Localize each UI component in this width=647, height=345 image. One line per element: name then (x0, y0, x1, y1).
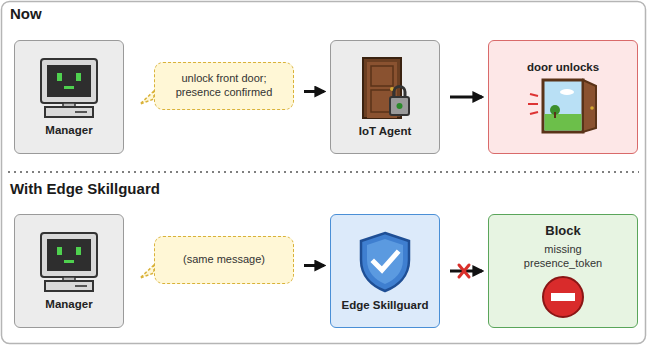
computer-icon (37, 57, 101, 119)
icon-part (367, 239, 403, 284)
icon-part (64, 86, 74, 89)
node-title: door unlocks (527, 60, 599, 74)
icon-part (64, 260, 74, 263)
message-bubble: (same message) (154, 236, 294, 284)
agent-box: Manager (14, 214, 124, 328)
stop-icon (541, 275, 585, 319)
icon-part (57, 73, 62, 81)
bubble-tail (140, 265, 154, 278)
node-title: Manager (45, 297, 92, 311)
outcome-box: Block missing presence_token (488, 214, 638, 328)
icon-part (543, 80, 583, 132)
icon-part (530, 94, 538, 96)
icon-part (530, 112, 538, 114)
icon-part (554, 112, 556, 118)
agent-box: Manager (14, 40, 124, 154)
message-bubble: unlock front door; presence confirmed (154, 62, 294, 110)
icon-part (528, 103, 538, 105)
flow-arrow (304, 264, 324, 267)
flow-arrow (304, 90, 324, 93)
icon-part (45, 107, 93, 117)
section-heading: With Edge Skillguard (10, 180, 160, 197)
icon-part (374, 253, 397, 270)
node-title: Block (545, 223, 580, 239)
icon-part (397, 103, 403, 109)
agent-box: IoT Agent (330, 40, 440, 154)
blocked-mark (459, 265, 469, 277)
section-divider (8, 171, 639, 173)
icon-part (551, 293, 575, 301)
icon-part (45, 281, 93, 291)
blocked-mark-stroke (459, 265, 469, 277)
node-note: missing presence_token (507, 243, 619, 271)
icon-part (361, 233, 409, 291)
node-title: Edge Skillguard (342, 298, 429, 312)
message-text: (same message) (183, 253, 265, 267)
icon-part (41, 59, 97, 103)
icon-part (41, 233, 97, 277)
outcome-box: door unlocks (488, 40, 638, 154)
node-title: Manager (45, 123, 92, 137)
icon-part (590, 106, 594, 110)
opendoor-icon (525, 78, 601, 134)
icon-part (47, 239, 91, 271)
message-text: unlock front door; presence confirmed (162, 72, 286, 100)
icon-part (57, 247, 62, 255)
icon-part (76, 247, 81, 255)
icon-part (543, 277, 583, 317)
door-icon (357, 56, 413, 120)
section-heading: Now (10, 5, 42, 22)
icon-part (390, 97, 409, 115)
node-title: IoT Agent (359, 124, 412, 138)
icon-part (545, 114, 582, 131)
icon-part (583, 80, 596, 132)
icon-part (75, 285, 87, 287)
blocked-mark-stroke (459, 265, 469, 277)
guard-box: Edge Skillguard (330, 214, 440, 328)
icon-part (75, 111, 87, 113)
bubble-tail (140, 91, 154, 104)
flow-arrow (450, 96, 482, 99)
shield-icon (356, 230, 414, 294)
icon-part (371, 66, 393, 86)
computer-icon (37, 231, 101, 293)
icon-part (76, 73, 81, 81)
icon-part (47, 65, 91, 97)
icon-part (560, 89, 574, 95)
